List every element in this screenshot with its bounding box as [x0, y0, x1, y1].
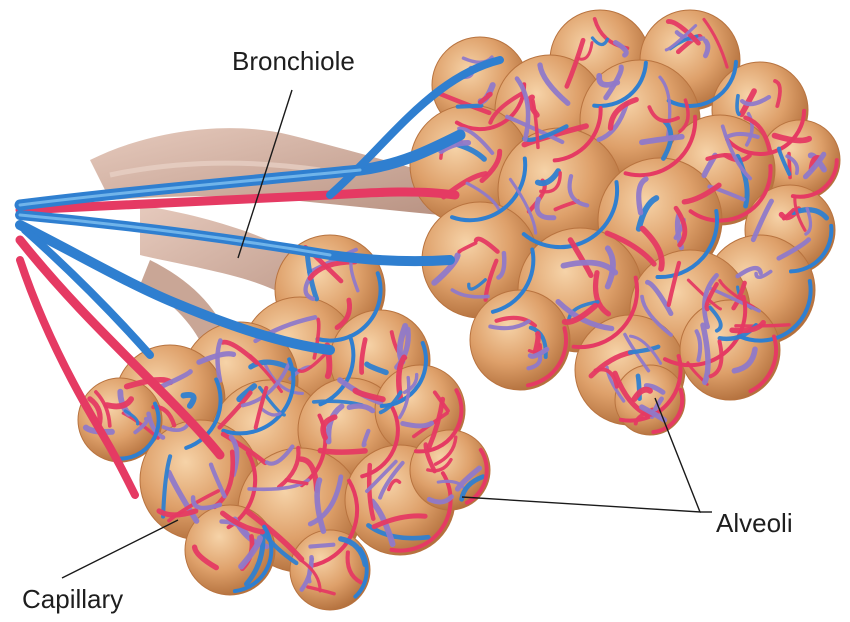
- bronchiole-label: Bronchiole: [232, 46, 355, 76]
- capillary-segment: [403, 423, 432, 426]
- alveolus: [470, 290, 570, 390]
- capillary-segment: [706, 41, 708, 56]
- capillary-label: Capillary: [22, 584, 123, 614]
- capillary-segment: [320, 451, 365, 453]
- capillary-segment: [737, 96, 739, 114]
- alveolus: [290, 530, 370, 610]
- capillary-leader: [62, 520, 178, 578]
- capillary-segment: [535, 334, 538, 352]
- capillary-segment: [458, 106, 482, 107]
- alveoli-label: Alveoli: [716, 508, 793, 538]
- capillary-segment: [310, 545, 333, 547]
- alveolus: [615, 365, 685, 435]
